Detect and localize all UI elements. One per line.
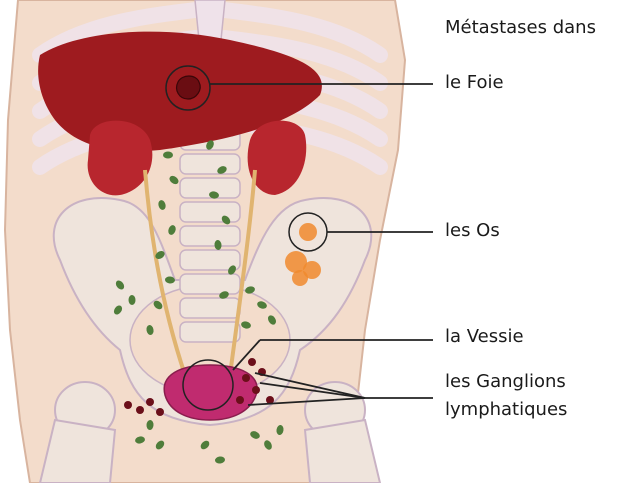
bone-lesion <box>299 223 317 241</box>
lymph-metastasis <box>242 374 250 382</box>
label-liver: le Foie <box>445 72 504 94</box>
diagram-title: Métastases dans <box>445 17 596 39</box>
label-bones: les Os <box>445 220 500 242</box>
vertebra <box>180 274 240 294</box>
vertebra <box>180 154 240 174</box>
vertebra <box>180 226 240 246</box>
lymph-metastasis <box>236 396 244 404</box>
vertebra <box>180 202 240 222</box>
lymph-node <box>163 152 173 159</box>
lymph-metastasis <box>252 386 260 394</box>
vertebra <box>180 322 240 342</box>
lymph-metastasis <box>248 358 256 366</box>
vertebra <box>180 298 240 318</box>
liver-metastasis <box>177 76 201 99</box>
lymph-metastasis <box>124 401 132 409</box>
lymph-metastasis <box>156 408 164 416</box>
lymph-metastasis <box>136 406 144 414</box>
label-bladder: la Vessie <box>445 326 524 348</box>
bone-lesion <box>292 270 308 286</box>
right-femur <box>305 420 380 483</box>
label-lymph-nodes-line2: lymphatiques <box>445 399 567 421</box>
lymph-metastasis <box>146 398 154 406</box>
label-lymph-nodes-line1: les Ganglions <box>445 371 566 393</box>
spine <box>180 130 240 342</box>
bladder <box>164 365 257 420</box>
